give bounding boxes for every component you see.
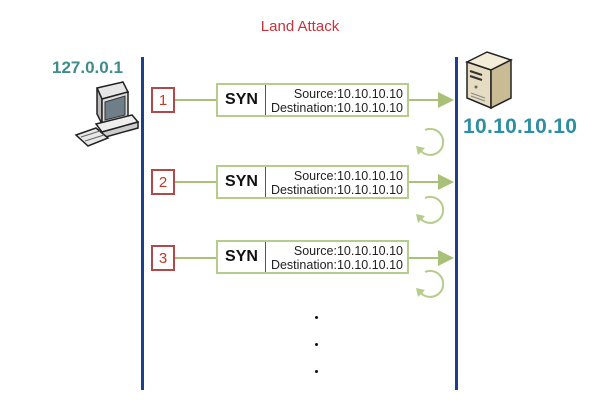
connector-line bbox=[175, 257, 217, 259]
packet-source: Source:10.10.10.10 bbox=[293, 169, 403, 183]
packet-destination: Destination:10.10.10.10 bbox=[270, 258, 403, 272]
packet-destination: Destination:10.10.10.10 bbox=[270, 101, 403, 115]
packet-source: Source:10.10.10.10 bbox=[293, 87, 403, 101]
loop-arrow-icon bbox=[419, 269, 445, 298]
attacker-lifeline bbox=[141, 57, 144, 390]
packet-box: SYN Source:10.10.10.10 Destination:10.10… bbox=[216, 240, 409, 274]
packet-source: Source:10.10.10.10 bbox=[293, 244, 403, 258]
connector-line bbox=[175, 99, 217, 101]
step-badge: 2 bbox=[151, 169, 175, 195]
computer-icon bbox=[74, 81, 140, 147]
step-badge: 3 bbox=[151, 245, 175, 271]
packet-box: SYN Source:10.10.10.10 Destination:10.10… bbox=[216, 165, 409, 199]
packet-destination: Destination:10.10.10.10 bbox=[270, 183, 403, 197]
step-badge: 1 bbox=[151, 87, 175, 113]
continuation-dot bbox=[315, 343, 318, 346]
attacker-ip-label: 127.0.0.1 bbox=[52, 58, 123, 77]
victim-ip-label: 10.10.10.10 bbox=[463, 115, 578, 138]
diagram-title: Land Attack bbox=[260, 18, 340, 35]
victim-lifeline bbox=[455, 57, 458, 390]
loop-arrow-icon bbox=[419, 127, 445, 156]
packet-flag: SYN bbox=[218, 85, 266, 115]
packet-flag: SYN bbox=[218, 167, 266, 197]
loop-arrow-icon bbox=[419, 195, 445, 224]
packet-box: SYN Source:10.10.10.10 Destination:10.10… bbox=[216, 83, 409, 117]
connector-line bbox=[175, 181, 217, 183]
server-icon bbox=[465, 51, 513, 110]
continuation-dot bbox=[315, 370, 318, 373]
continuation-dot bbox=[315, 316, 318, 319]
packet-flag: SYN bbox=[218, 242, 266, 272]
